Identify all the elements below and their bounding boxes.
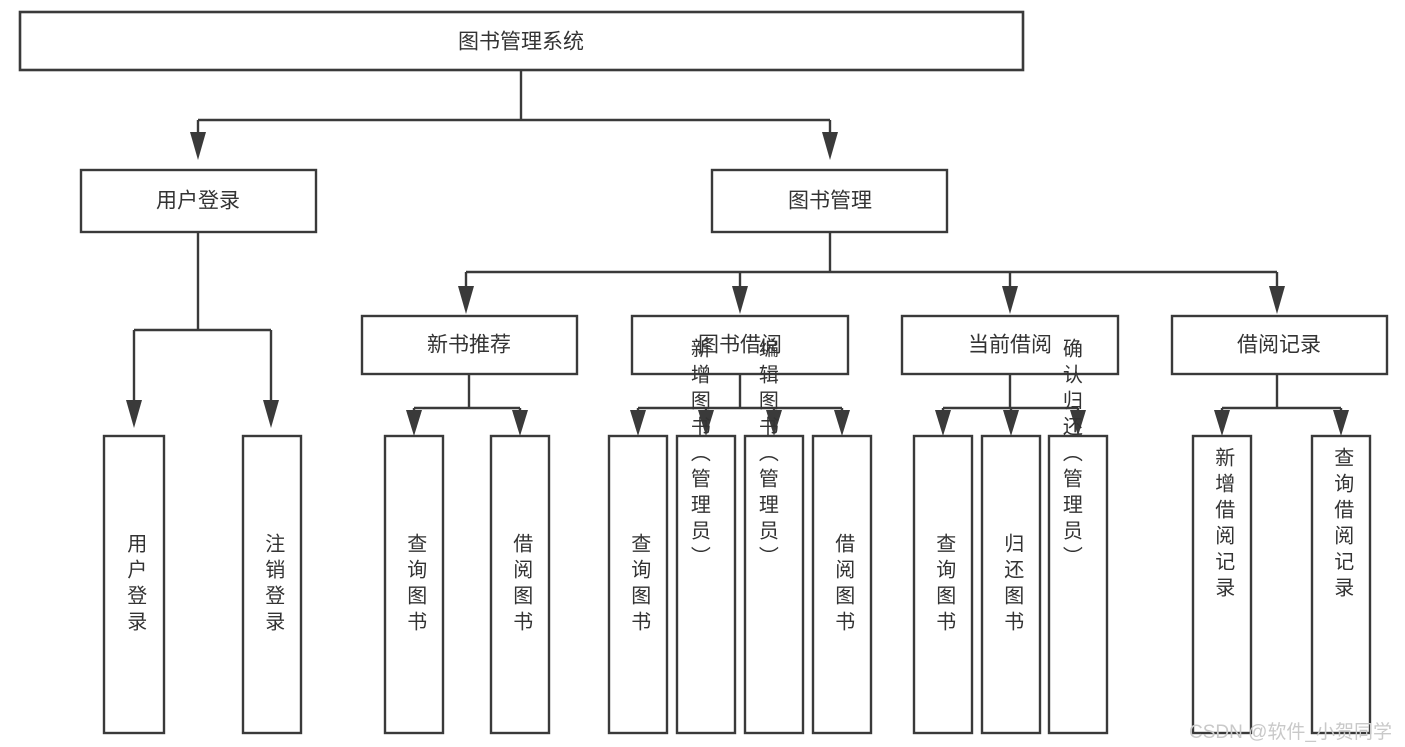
node-root-label: 图书管理系统 [458, 31, 584, 54]
node-leaf-rec-add-record-box[interactable] [1191, 434, 1253, 735]
node-leaf-borrow-query-book-label: 查询图书 [628, 533, 651, 637]
node-leaf-cur-confirm-return-box[interactable] [1047, 434, 1109, 735]
node-leaf-rec-borrow-book-label: 借阅图书 [510, 533, 533, 637]
node-borrow-record-box[interactable] [1170, 314, 1389, 376]
node-book-borrow-box[interactable] [630, 314, 850, 376]
node-current-borrow-label: 当前借阅 [968, 334, 1052, 357]
node-leaf-user-logout-box[interactable] [241, 434, 303, 735]
connector-group-root [190, 70, 838, 160]
node-new-book-recommend-label: 新书推荐 [427, 334, 511, 357]
node-leaf-rec-borrow-book-box[interactable] [489, 434, 551, 735]
arrow-bm-borrow-record-icon [1269, 286, 1285, 314]
node-borrow-record-label: 借阅记录 [1237, 334, 1321, 357]
connector-group-book-borrow [630, 374, 850, 436]
node-leaf-rec-query-record-box[interactable] [1310, 434, 1372, 735]
arrow-borrowrecord-leaf2-icon [1333, 410, 1349, 436]
node-leaf-rec-query-book-box[interactable] [383, 434, 445, 735]
connector-group-new-book [406, 374, 528, 436]
arrow-bookborrow-leaf4-icon [834, 410, 850, 436]
node-leaf-rec-query-record[interactable]: 查询借阅记录 [1310, 434, 1372, 735]
node-user-login-box[interactable] [79, 168, 318, 234]
arrow-root-to-book-manage-icon [822, 132, 838, 160]
node-new-book-recommend[interactable]: 新书推荐 [360, 314, 579, 376]
node-leaf-cur-query-book-box[interactable] [912, 434, 974, 735]
node-leaf-rec-add-record-label: 新增借阅记录 [1212, 447, 1235, 603]
node-leaf-borrow-borrow-book-box[interactable] [811, 434, 873, 735]
node-leaf-cur-confirm-return[interactable]: 确认归还（管理员） [1047, 338, 1109, 735]
node-leaf-borrow-borrow-book-label: 借阅图书 [832, 533, 855, 637]
arrow-currentborrow-leaf1-icon [935, 410, 951, 436]
arrow-user-login-leaf2-icon [263, 400, 279, 428]
node-leaf-cur-return-book-box[interactable] [980, 434, 1042, 735]
arrow-user-login-leaf1-icon [126, 400, 142, 428]
node-current-borrow[interactable]: 当前借阅 [900, 314, 1120, 376]
arrow-root-to-user-login-icon [190, 132, 206, 160]
connector-group-user-login [126, 232, 279, 428]
node-leaf-rec-query-book-label: 查询图书 [404, 533, 427, 637]
connector-group-book-manage [458, 232, 1285, 314]
arrow-currentborrow-leaf2-icon [1003, 410, 1019, 436]
arrow-bookborrow-leaf2-icon [698, 410, 714, 436]
node-leaf-borrow-edit-book-label: 编辑图书（管理员） [755, 338, 778, 572]
arrow-currentborrow-leaf3-icon [1070, 410, 1086, 436]
arrow-newbook-leaf1-icon [406, 410, 422, 436]
node-root[interactable]: 图书管理系统 [18, 10, 1025, 72]
node-borrow-record[interactable]: 借阅记录 [1170, 314, 1389, 376]
arrow-bm-current-borrow-icon [1002, 286, 1018, 314]
node-leaf-borrow-query-book[interactable]: 查询图书 [607, 434, 669, 735]
node-leaf-user-login-box[interactable] [102, 434, 166, 735]
node-leaf-rec-borrow-book[interactable]: 借阅图书 [489, 434, 551, 735]
node-current-borrow-box[interactable] [900, 314, 1120, 376]
node-leaf-user-login[interactable]: 用户登录 [102, 434, 166, 735]
connector-group-current-borrow [935, 374, 1086, 436]
node-leaf-cur-query-book[interactable]: 查询图书 [912, 434, 974, 735]
node-new-book-recommend-box[interactable] [360, 314, 579, 376]
node-leaf-borrow-query-book-box[interactable] [607, 434, 669, 735]
arrow-bookborrow-leaf3-icon [766, 410, 782, 436]
node-leaf-borrow-add-book-label: 新增图书（管理员） [687, 338, 710, 572]
node-leaf-cur-query-book-label: 查询图书 [933, 533, 956, 637]
node-leaf-rec-add-record[interactable]: 新增借阅记录 [1191, 434, 1253, 735]
node-leaf-user-logout[interactable]: 注销登录 [241, 434, 303, 735]
node-leaf-cur-return-book-label: 归还图书 [1001, 533, 1024, 637]
node-leaf-cur-return-book[interactable]: 归还图书 [980, 434, 1042, 735]
connector-group-borrow-record [1214, 374, 1349, 436]
node-user-login-label: 用户登录 [156, 190, 240, 213]
watermark-text: CSDN @软件_小贺同学 [1189, 721, 1392, 743]
node-leaf-user-logout-label: 注销登录 [262, 533, 285, 637]
node-leaf-borrow-borrow-book[interactable]: 借阅图书 [811, 434, 873, 735]
arrow-bookborrow-leaf1-icon [630, 410, 646, 436]
node-leaf-borrow-edit-book-box[interactable] [743, 434, 805, 735]
node-leaf-rec-query-record-label: 查询借阅记录 [1331, 447, 1354, 603]
node-book-manage-box[interactable] [710, 168, 949, 234]
arrow-bm-book-borrow-icon [732, 286, 748, 314]
node-root-box[interactable] [18, 10, 1025, 72]
node-leaf-borrow-add-book-box[interactable] [675, 434, 737, 735]
node-leaf-borrow-add-book[interactable]: 新增图书（管理员） [675, 338, 737, 735]
node-leaf-cur-confirm-return-label: 确认归还（管理员） [1059, 338, 1082, 572]
node-book-borrow[interactable]: 图书借阅 [630, 314, 850, 376]
node-book-manage[interactable]: 图书管理 [710, 168, 949, 234]
node-book-manage-label: 图书管理 [788, 190, 872, 213]
arrow-bm-new-book-icon [458, 286, 474, 314]
arrow-newbook-leaf2-icon [512, 410, 528, 436]
node-book-borrow-label: 图书借阅 [698, 334, 782, 357]
node-user-login[interactable]: 用户登录 [79, 168, 318, 234]
node-leaf-rec-query-book[interactable]: 查询图书 [383, 434, 445, 735]
node-leaf-borrow-edit-book[interactable]: 编辑图书（管理员） [743, 338, 805, 735]
arrow-borrowrecord-leaf1-icon [1214, 410, 1230, 436]
node-leaf-user-login-label: 用户登录 [124, 533, 147, 637]
